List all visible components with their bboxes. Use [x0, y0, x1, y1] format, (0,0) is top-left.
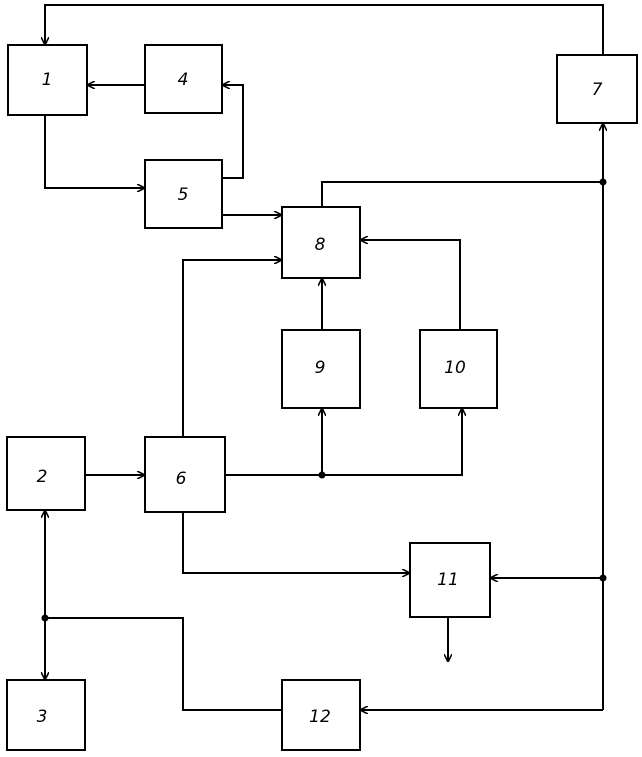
block-label: 12 — [309, 707, 331, 727]
block-9: 9 — [282, 330, 360, 408]
line-10-to-8 — [360, 240, 460, 330]
block-3: 3 — [7, 680, 85, 750]
block-label: 3 — [37, 707, 48, 727]
block-label: 4 — [178, 70, 189, 90]
block-label: 6 — [176, 469, 187, 489]
block-label: 5 — [178, 185, 189, 205]
line-6-to-8 — [183, 260, 282, 437]
line-8-to-bus — [322, 182, 603, 207]
block-label: 11 — [437, 570, 459, 590]
junction-dot — [600, 575, 607, 582]
junction-dot — [319, 472, 326, 479]
block-label: 8 — [315, 235, 326, 255]
block-10: 10 — [420, 330, 497, 408]
block-7: 7 — [557, 55, 637, 123]
block-6: 6 — [145, 437, 225, 512]
block-4: 4 — [145, 45, 222, 113]
block-1: 1 — [8, 45, 87, 115]
line-5-to-4 — [222, 85, 243, 178]
block-label: 1 — [42, 70, 53, 90]
junction-dot — [600, 179, 607, 186]
line-6-to-10 — [225, 408, 462, 475]
junction-dot — [42, 615, 49, 622]
block-label: 9 — [315, 358, 326, 378]
line-6-to-11 — [183, 512, 410, 573]
block-label: 7 — [592, 80, 603, 100]
block-11: 11 — [410, 543, 490, 617]
block-2: 2 — [7, 437, 85, 510]
block-label: 10 — [444, 358, 466, 378]
block-5: 5 — [145, 160, 222, 228]
block-label: 2 — [37, 467, 48, 487]
block-12: 12 — [282, 680, 360, 750]
line-7-to-1 — [45, 5, 603, 55]
block-8: 8 — [282, 207, 360, 278]
line-1-to-5 — [45, 115, 145, 188]
